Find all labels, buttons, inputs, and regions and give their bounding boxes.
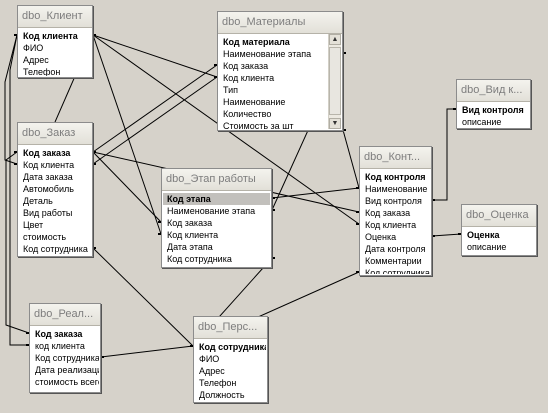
primary-key-field[interactable]: Код заказа [23, 148, 71, 158]
table-title[interactable]: dbo_Материалы [218, 12, 342, 34]
table-vid[interactable]: dbo_Вид к... Вид контроля описание [456, 79, 531, 129]
table-field[interactable]: стоимость всего [35, 377, 99, 387]
table-field[interactable]: ФИО [23, 43, 44, 53]
primary-key-field[interactable]: Код заказа [35, 329, 83, 339]
relationship-line[interactable] [5, 151, 30, 334]
table-field[interactable]: код клиента [35, 341, 85, 351]
table-field[interactable]: Код сотрудника [365, 268, 430, 274]
table-field[interactable]: Должность [199, 390, 245, 400]
table-field[interactable]: Код клиента [223, 73, 275, 83]
table-field[interactable]: Наименование этапа [223, 49, 312, 59]
table-field[interactable]: Код сотрудника [23, 244, 88, 254]
vertical-scrollbar[interactable]: ▲▼ [328, 34, 341, 129]
primary-key-field[interactable]: Код материала [223, 37, 290, 47]
table-title[interactable]: dbo_Этап работы [162, 169, 271, 191]
table-field[interactable]: Автомобиль [23, 184, 74, 194]
table-field[interactable]: Деталь [23, 196, 53, 206]
table-field[interactable]: Дата реализаци [35, 365, 99, 375]
relationship-line[interactable] [92, 76, 218, 165]
table-field-list[interactable]: Оценка описание [463, 227, 535, 254]
relationship-line[interactable] [92, 34, 218, 78]
primary-key-field[interactable]: Код этапа [163, 193, 270, 205]
table-field[interactable]: Оценка [365, 232, 397, 242]
table-field[interactable]: Адрес [199, 366, 225, 376]
table-field[interactable]: Дата заказа [23, 172, 73, 182]
table-field[interactable]: Комментарии [365, 256, 422, 266]
table-field[interactable]: Наименование [223, 97, 286, 107]
table-title[interactable]: dbo_Клиент [18, 6, 92, 28]
table-field[interactable]: Вид контроля [365, 196, 422, 206]
primary-key-field[interactable]: Оценка [467, 230, 500, 240]
table-field[interactable]: Код заказа [167, 218, 213, 228]
table-field[interactable]: Код сотрудника [167, 254, 232, 264]
table-field[interactable]: Стоимость за шт [223, 121, 294, 129]
table-field[interactable]: Тип [223, 85, 239, 95]
table-field[interactable]: Код клиента [23, 160, 75, 170]
table-field[interactable]: Код заказа [365, 208, 411, 218]
table-field[interactable]: Вид работы [23, 208, 73, 218]
table-field[interactable]: описание [467, 242, 507, 252]
table-field[interactable]: Код заказа [223, 61, 269, 71]
table-field[interactable]: Цвет [23, 220, 44, 230]
table-field[interactable]: описание [462, 117, 502, 127]
table-field[interactable]: Наименование этапа [167, 206, 256, 216]
primary-key-field[interactable]: Код клиента [23, 31, 78, 41]
table-field[interactable]: ФИО [199, 354, 220, 364]
relationship-line[interactable] [4, 34, 18, 165]
relationship-line[interactable] [100, 345, 194, 358]
table-title[interactable]: dbo_Вид к... [457, 80, 530, 102]
relationship-line[interactable] [92, 151, 162, 223]
table-field[interactable]: Телефон [199, 378, 237, 388]
table-field-list[interactable]: Вид контроля описание [458, 102, 529, 127]
table-field[interactable]: Адрес [23, 55, 49, 65]
table-title[interactable]: dbo_Оценка [462, 205, 536, 227]
table-field[interactable]: Код клиента [365, 220, 417, 230]
scroll-thumb[interactable] [329, 47, 341, 115]
table-title[interactable]: dbo_Реал... [30, 304, 100, 326]
relationship-line[interactable] [432, 108, 456, 201]
scroll-up-icon[interactable]: ▲ [329, 34, 341, 45]
table-title[interactable]: dbo_Конт... [360, 147, 431, 169]
primary-key-field[interactable]: Код контроля [365, 172, 426, 182]
scroll-down-icon[interactable]: ▼ [329, 118, 341, 129]
relationship-line[interactable] [342, 129, 360, 189]
primary-key-field[interactable]: Вид контроля [462, 105, 524, 115]
relationship-line[interactable] [271, 187, 360, 199]
table-field[interactable]: Код клиента [167, 230, 219, 240]
relationship-line[interactable] [92, 247, 194, 347]
table-title[interactable]: dbo_Заказ [18, 123, 92, 145]
table-field[interactable]: Телефон [23, 67, 61, 76]
table-field[interactable]: Код сотрудника [35, 353, 99, 363]
table-title[interactable]: dbo_Перс... [194, 317, 267, 339]
table-field[interactable]: Наименование э [365, 184, 430, 194]
table-field[interactable]: Дата этапа [167, 242, 213, 252]
relationship-line[interactable] [92, 64, 218, 153]
relationship-line[interactable] [431, 233, 462, 237]
relationship-line[interactable] [92, 34, 162, 235]
relationship-line[interactable] [9, 34, 29, 346]
primary-key-field[interactable]: Код сотрудника [199, 342, 266, 352]
table-field[interactable]: стоимость [23, 232, 67, 242]
table-field[interactable]: Количество [223, 109, 272, 119]
table-field[interactable]: Дата контроля [365, 244, 426, 254]
